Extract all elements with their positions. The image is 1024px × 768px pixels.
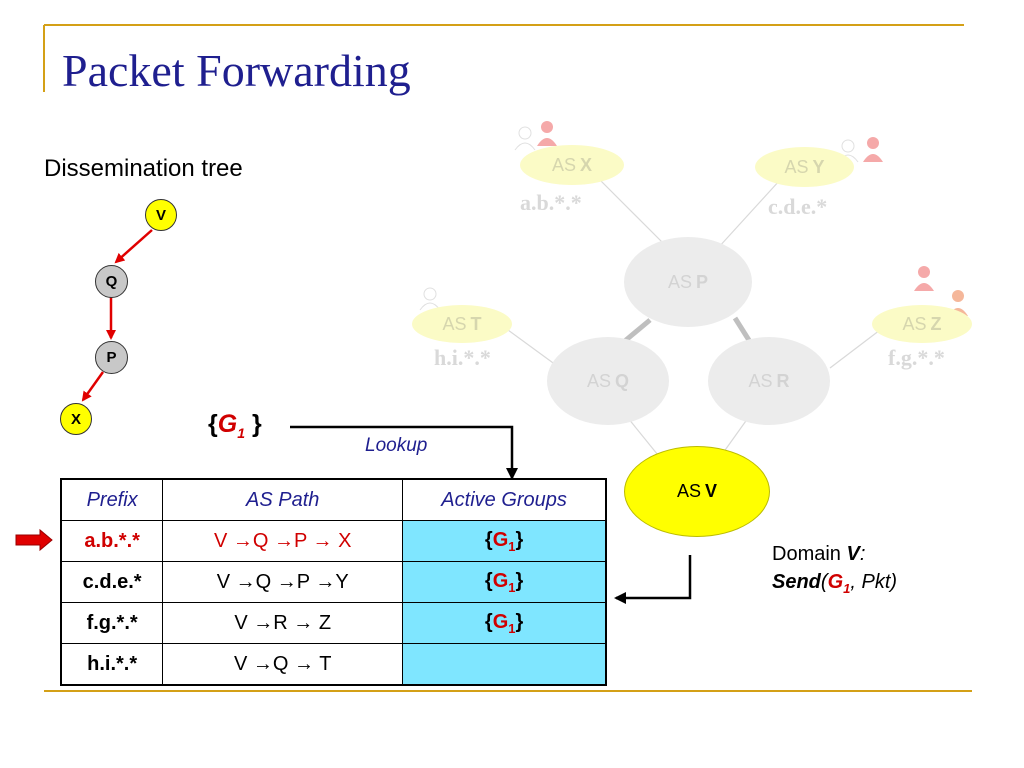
row-as-path: V →R → Z bbox=[162, 602, 404, 644]
row-active-groups: {G1} bbox=[402, 520, 607, 562]
table-header-row: Prefix AS Path Active Groups bbox=[60, 478, 607, 521]
tree-node-q: Q bbox=[95, 265, 128, 298]
user-icon bbox=[514, 121, 557, 151]
table-row: a.b.*.* V →Q →P → X {G1} bbox=[60, 520, 607, 562]
row-active-groups: {G1} bbox=[402, 561, 607, 603]
row-as-path: V →Q → T bbox=[162, 643, 404, 686]
table-row: c.d.e.* V →Q →P →Y {G1} bbox=[60, 561, 607, 603]
send-arrow bbox=[614, 555, 692, 604]
row-prefix: a.b.*.* bbox=[60, 520, 164, 562]
row-active-groups bbox=[402, 643, 607, 686]
user-icon bbox=[837, 137, 883, 163]
as-z-prefix: f.g.*.* bbox=[888, 345, 945, 370]
table-row: h.i.*.* V →Q → T bbox=[60, 643, 607, 686]
lookup-label: Lookup bbox=[365, 435, 428, 456]
as-t-prefix: h.i.*.* bbox=[434, 345, 491, 370]
domain-send-note: Domain V: Send(G1, Pkt) bbox=[772, 543, 898, 596]
header-as-path: AS Path bbox=[162, 478, 404, 521]
tree-node-x: X bbox=[60, 403, 92, 435]
tree-node-p: P bbox=[95, 341, 128, 374]
row-prefix: c.d.e.* bbox=[60, 561, 164, 603]
row-active-groups: {G1} bbox=[402, 602, 607, 644]
forwarding-table: Prefix AS Path Active Groups a.b.*.* V →… bbox=[60, 478, 607, 686]
tree-node-v: V bbox=[145, 199, 177, 231]
lookup-arrow bbox=[290, 425, 518, 480]
tree-edge-v-q bbox=[114, 229, 153, 264]
as-x-prefix: a.b.*.* bbox=[520, 190, 582, 215]
as-y-prefix: c.d.e.* bbox=[768, 194, 828, 219]
table-row: f.g.*.* V →R → Z {G1} bbox=[60, 602, 607, 644]
group-g1-label: {G1 } bbox=[208, 410, 262, 441]
header-active-groups: Active Groups bbox=[402, 478, 607, 521]
tree-edge-p-x bbox=[81, 371, 105, 402]
row-prefix: f.g.*.* bbox=[60, 602, 164, 644]
row-as-path: V →Q →P →Y bbox=[162, 561, 404, 603]
page-title: Packet Forwarding bbox=[62, 45, 411, 96]
header-prefix: Prefix bbox=[60, 478, 164, 521]
row-prefix: h.i.*.* bbox=[60, 643, 164, 686]
tree-subtitle: Dissemination tree bbox=[44, 155, 243, 182]
arrow-right-icon bbox=[15, 528, 53, 552]
row-as-path: V →Q →P → X bbox=[162, 520, 404, 562]
